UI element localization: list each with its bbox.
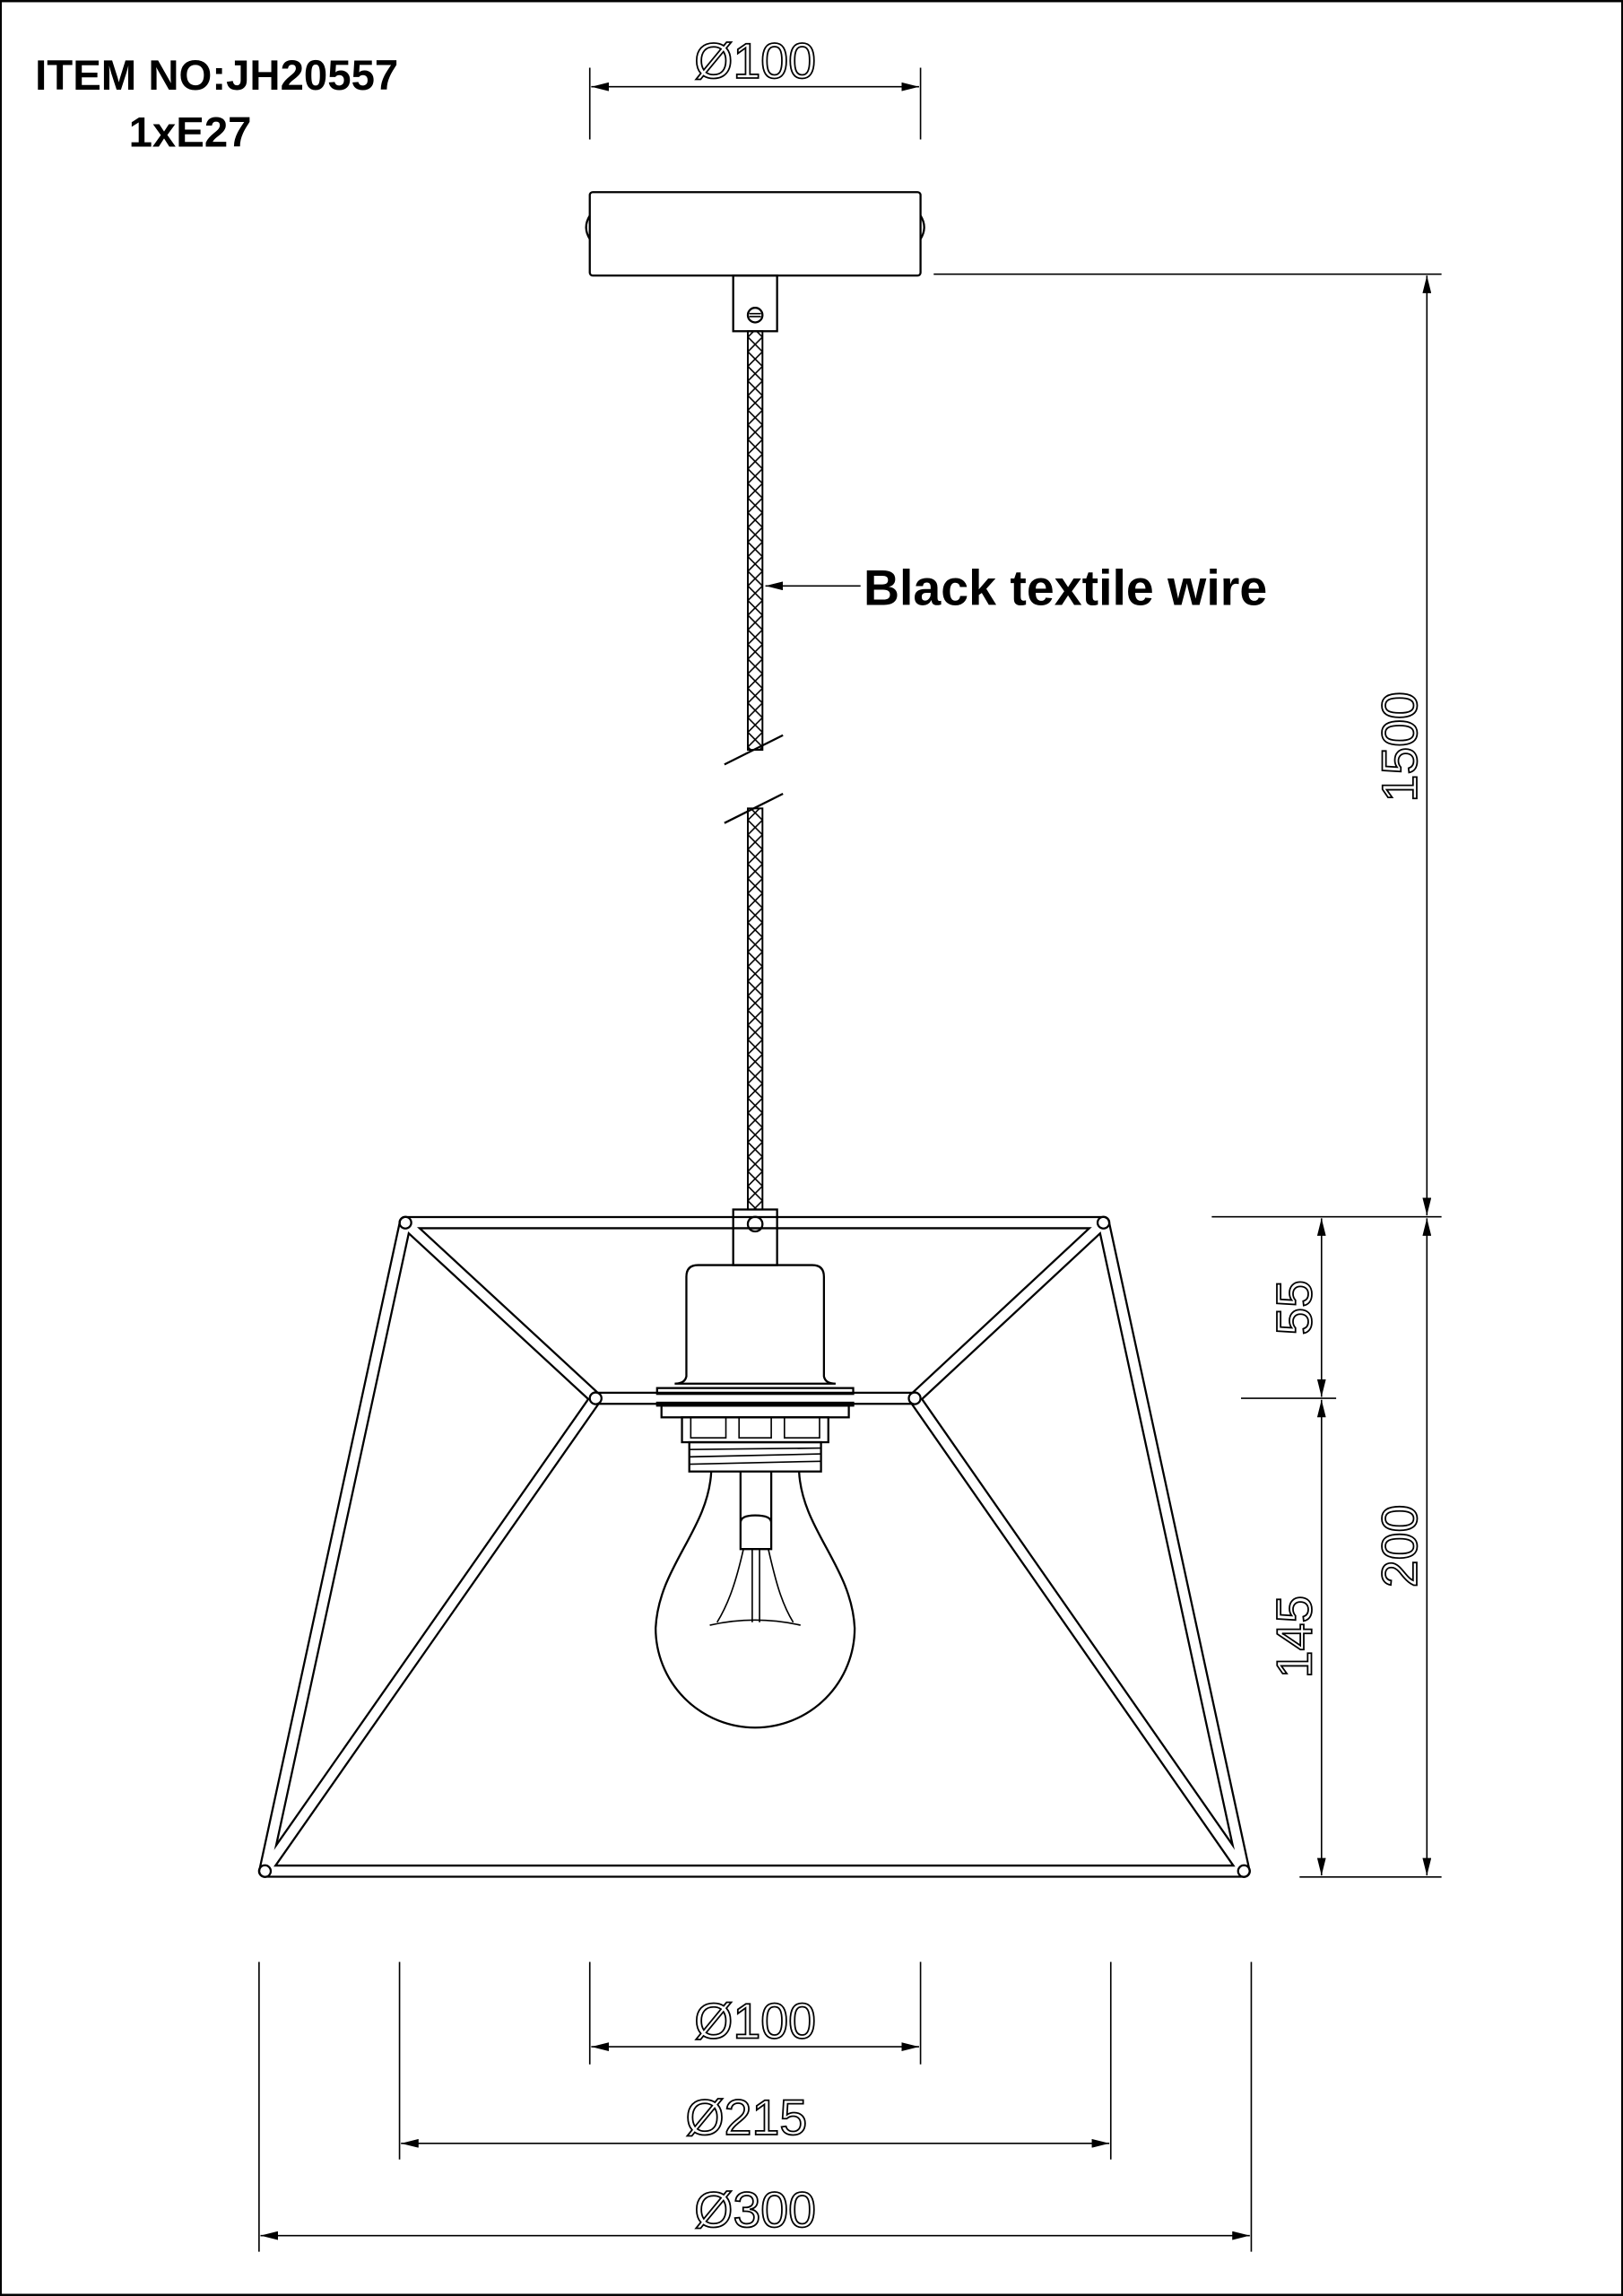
shade-lower-label: 145 bbox=[1266, 1596, 1322, 1679]
shade-top-label: Ø215 bbox=[686, 2090, 808, 2145]
item-number: ITEM NO:JH20557 bbox=[35, 52, 398, 100]
shade-height-label: 200 bbox=[1372, 1505, 1428, 1588]
lamp-socket bbox=[655, 1208, 855, 1473]
shade-diameter-dimensions: Ø100 Ø215 Ø300 bbox=[258, 1961, 1253, 2252]
shade-bottom-label: Ø300 bbox=[694, 2182, 816, 2238]
canopy-diameter-label: Ø100 bbox=[694, 33, 816, 89]
bulb-type: 1xE27 bbox=[129, 109, 252, 157]
light-bulb bbox=[655, 1471, 856, 1729]
canopy-diameter-dimension: Ø100 bbox=[588, 32, 922, 140]
socket-drop-label: 55 bbox=[1266, 1280, 1322, 1335]
break-mark-bottom bbox=[724, 793, 784, 824]
break-mark-top bbox=[724, 734, 784, 766]
cable-label: Black textile wire bbox=[864, 560, 1267, 615]
cable-length-label: 1500 bbox=[1372, 691, 1428, 802]
wire-shade-frame bbox=[257, 1215, 1251, 1878]
shade-top-ring-label: Ø100 bbox=[694, 1993, 816, 2048]
height-dimensions: 1500 55 145 200 bbox=[933, 273, 1442, 1878]
